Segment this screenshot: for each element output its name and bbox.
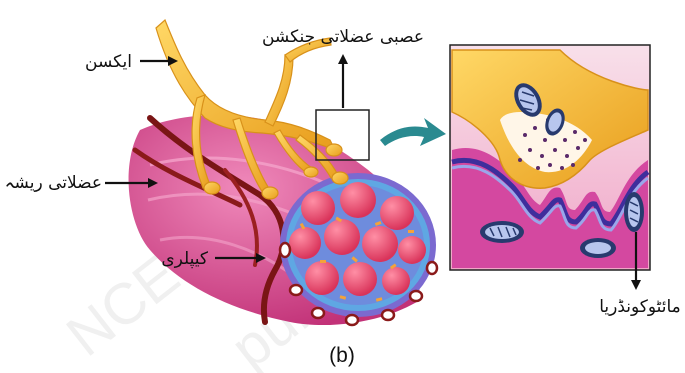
zoom-pointer-arrow: [380, 118, 446, 146]
figure-caption: (b): [329, 344, 355, 367]
label-neuromuscular-junction: عصبی عضلاتی جنکشن: [262, 27, 424, 47]
label-mitochondria: مائٹوکونڈریا: [599, 297, 681, 317]
myofibrils: [289, 182, 426, 296]
label-axon: ایکسن: [85, 52, 132, 72]
junction-zoom-panel: [450, 45, 650, 270]
label-capillary: کیپلری: [161, 249, 209, 269]
label-muscle-fibre: عضلاتی ریشہ: [5, 173, 102, 193]
